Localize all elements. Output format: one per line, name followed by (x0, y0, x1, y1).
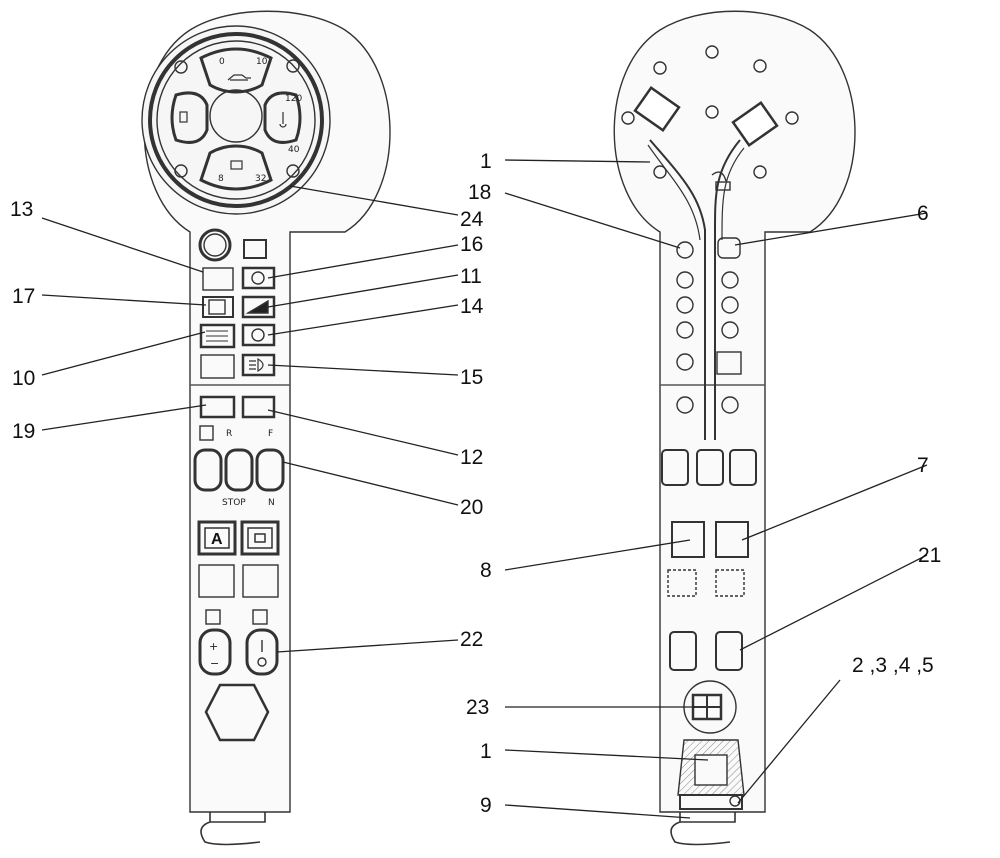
callout-21: 21 (918, 544, 941, 567)
callout-11: 11 (460, 265, 482, 288)
button-19[interactable] (199, 395, 236, 419)
rocker-switch-group-20 (193, 448, 285, 492)
bottom-connector (200, 812, 266, 846)
connector-7 (715, 521, 749, 558)
lamp-socket-column-left (676, 241, 694, 414)
auto-button[interactable] (197, 520, 237, 556)
voltage-max-label: 32 (255, 174, 266, 184)
callout-22: 22 (460, 628, 483, 651)
wiper-rear-label: R (226, 429, 232, 439)
indicator-box-top (243, 239, 267, 259)
indicator-lamp-bottom-left (174, 164, 188, 178)
blank-box-2 (242, 564, 279, 598)
rear-panel (613, 10, 856, 846)
gauge-cluster: 0 10 120 40 8 32 (141, 25, 331, 215)
blank-box-left (200, 354, 235, 379)
callout-9: 9 (480, 794, 492, 817)
mount-hole (705, 45, 719, 59)
indicator-box-13 (202, 267, 234, 291)
parking-brake-icon (251, 328, 265, 342)
leader-lines (41, 159, 928, 819)
neutral-label: N (268, 498, 275, 508)
callout-6: 6 (917, 202, 929, 225)
callout-8: 8 (480, 559, 492, 582)
lamp-socket-column-right (716, 271, 742, 414)
callout-numbers: 13 17 10 19 24 16 11 14 15 12 20 22 1 18… (10, 150, 941, 817)
mount-hole (705, 105, 719, 119)
callout-7: 7 (917, 454, 929, 477)
stop-label: STOP (222, 498, 246, 508)
fuel-gauge: 0 10 (199, 47, 273, 94)
top-connector-right (731, 101, 779, 147)
callout-20: 20 (460, 496, 483, 519)
callout-1-top: 1 (480, 150, 492, 173)
indicator-lamp-bottom-right (286, 164, 300, 178)
callout-1-bottom: 1 (480, 740, 492, 763)
fuel-max-label: 10 (256, 57, 268, 67)
wiper-front-label: F (268, 429, 273, 439)
button-12[interactable] (241, 395, 276, 419)
auto-button-label: A (211, 531, 223, 548)
indicator-box-14 (241, 323, 276, 347)
mount-hole (753, 59, 767, 73)
thermometer-icon (279, 112, 287, 128)
center-hub (209, 89, 263, 143)
callout-19: 19 (12, 420, 35, 443)
callout-24: 24 (460, 208, 484, 231)
plus-minus-toggle[interactable] (198, 628, 232, 676)
callout-12: 12 (460, 446, 483, 469)
rocker-switch-2[interactable] (224, 448, 254, 492)
temp-min-label: 40 (288, 145, 300, 155)
indicator-box-17 (202, 296, 234, 318)
oil-can-icon (227, 74, 251, 81)
top-connector-left (633, 86, 681, 132)
hex-nut (204, 683, 270, 742)
callout-18: 18 (468, 181, 491, 204)
indicator-lamp-top-left (174, 60, 188, 74)
fuel-min-label: 0 (219, 57, 225, 67)
callout-17: 17 (12, 285, 35, 308)
connector-21-right (715, 631, 743, 671)
connector-8 (671, 521, 705, 558)
callout-13: 13 (10, 198, 33, 221)
left-gauge (170, 91, 209, 144)
callout-14: 14 (460, 295, 484, 318)
callout-23: 23 (466, 696, 489, 719)
mount-hole (753, 165, 767, 179)
temp-max-label: 120 (285, 94, 302, 104)
headlight-icon (249, 357, 264, 373)
socket-6 (717, 237, 741, 259)
connector-row-top (661, 449, 757, 486)
square-button[interactable] (240, 520, 280, 556)
temperature-gauge: 120 40 (263, 91, 302, 155)
indicator-lamp-top-right (286, 59, 300, 73)
callout-15: 15 (460, 366, 483, 389)
connector-21-left (669, 631, 697, 671)
callout-10: 10 (12, 367, 35, 390)
indicator-box-16 (241, 266, 276, 290)
rocker-switch-1[interactable] (193, 448, 223, 492)
callout-16: 16 (460, 233, 483, 256)
callout-2-3-4-5: 2 ,3 ,4 ,5 (852, 654, 934, 677)
blank-box-1 (198, 564, 235, 598)
minus-symbol: − (210, 657, 219, 670)
indicator-box-11 (241, 295, 276, 319)
front-panel: 0 10 120 40 8 32 (141, 10, 391, 846)
voltage-min-label: 8 (218, 174, 224, 184)
mount-hole (653, 61, 667, 75)
plus-symbol: + (209, 640, 218, 653)
wire-harness (649, 139, 741, 440)
mount-hole (653, 165, 667, 179)
fuel-pump-icon (179, 111, 188, 123)
round-button[interactable] (198, 228, 232, 262)
rocker-switch-3[interactable] (255, 448, 285, 492)
voltage-gauge: 8 32 (199, 144, 273, 191)
battery-icon (230, 160, 243, 170)
indicator-box-10 (199, 323, 236, 349)
